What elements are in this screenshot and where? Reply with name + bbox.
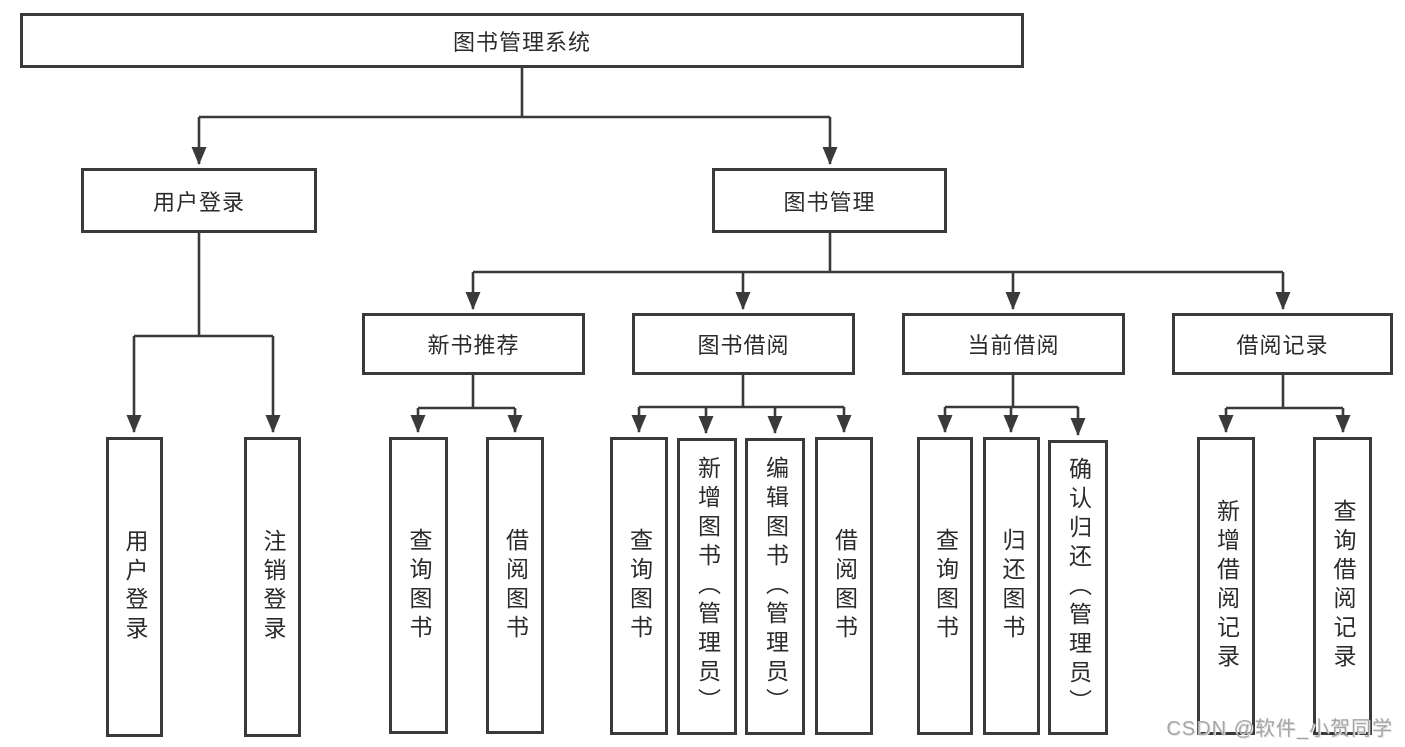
leaf-add-borrow-record: 新增借阅记录: [1197, 437, 1255, 735]
node-current-borrowing: 当前借阅: [902, 313, 1125, 375]
leaf-query-books-borrowing: 查询图书: [610, 437, 668, 735]
leaf-logout: 注销登录: [244, 437, 301, 737]
leaf-query-books-recommend: 查询图书: [389, 437, 448, 734]
leaf-return-books-label: 归还图书: [999, 528, 1025, 644]
leaf-logout-label: 注销登录: [260, 529, 286, 645]
node-root-label: 图书管理系统: [452, 29, 591, 55]
node-user-login-label: 用户登录: [152, 189, 245, 215]
leaf-user-login-label: 用户登录: [122, 529, 148, 645]
connector-trunks: [134, 68, 1343, 410]
leaf-query-borrow-record: 查询借阅记录: [1313, 437, 1372, 735]
leaf-query-books-current: 查询图书: [917, 437, 973, 735]
leaf-confirm-return-admin-label: 确认归还（管理员）: [1065, 457, 1092, 718]
leaf-return-books: 归还图书: [983, 437, 1040, 735]
node-new-book-recommend-label: 新书推荐: [427, 333, 520, 358]
csdn-watermark: CSDN @软件_小贺同学: [1166, 718, 1393, 740]
leaf-add-borrow-record-label: 新增借阅记录: [1213, 499, 1240, 673]
leaf-edit-book-admin-label: 编辑图书（管理员）: [762, 456, 789, 717]
node-root-system: 图书管理系统: [20, 13, 1024, 68]
node-borrowing-records-label: 借阅记录: [1236, 333, 1329, 358]
connector-arrows: [126, 117, 1351, 436]
node-book-borrowing: 图书借阅: [632, 313, 855, 375]
node-book-borrowing-label: 图书借阅: [697, 333, 790, 358]
node-new-book-recommend: 新书推荐: [362, 313, 585, 375]
node-current-borrowing-label: 当前借阅: [967, 333, 1060, 358]
leaf-edit-book-admin: 编辑图书（管理员）: [745, 438, 805, 735]
leaf-user-login: 用户登录: [106, 437, 163, 737]
node-user-login: 用户登录: [81, 168, 317, 233]
leaf-add-book-admin-label: 新增图书（管理员）: [694, 456, 721, 717]
leaf-borrow-books-borrowing-label: 借阅图书: [831, 528, 858, 644]
leaf-borrow-books-recommend-label: 借阅图书: [502, 527, 529, 644]
leaf-query-books-borrowing-label: 查询图书: [626, 528, 653, 644]
leaf-borrow-books-borrowing: 借阅图书: [815, 437, 873, 735]
leaf-query-borrow-record-label: 查询借阅记录: [1330, 499, 1356, 673]
node-book-management: 图书管理: [712, 168, 947, 233]
node-book-management-label: 图书管理: [783, 189, 876, 215]
node-borrowing-records: 借阅记录: [1172, 313, 1393, 375]
leaf-borrow-books-recommend: 借阅图书: [486, 437, 544, 734]
leaf-query-books-current-label: 查询图书: [932, 528, 959, 644]
leaf-add-book-admin: 新增图书（管理员）: [677, 438, 737, 735]
leaf-confirm-return-admin: 确认归还（管理员）: [1048, 440, 1108, 735]
leaf-query-books-recommend-label: 查询图书: [406, 527, 432, 644]
